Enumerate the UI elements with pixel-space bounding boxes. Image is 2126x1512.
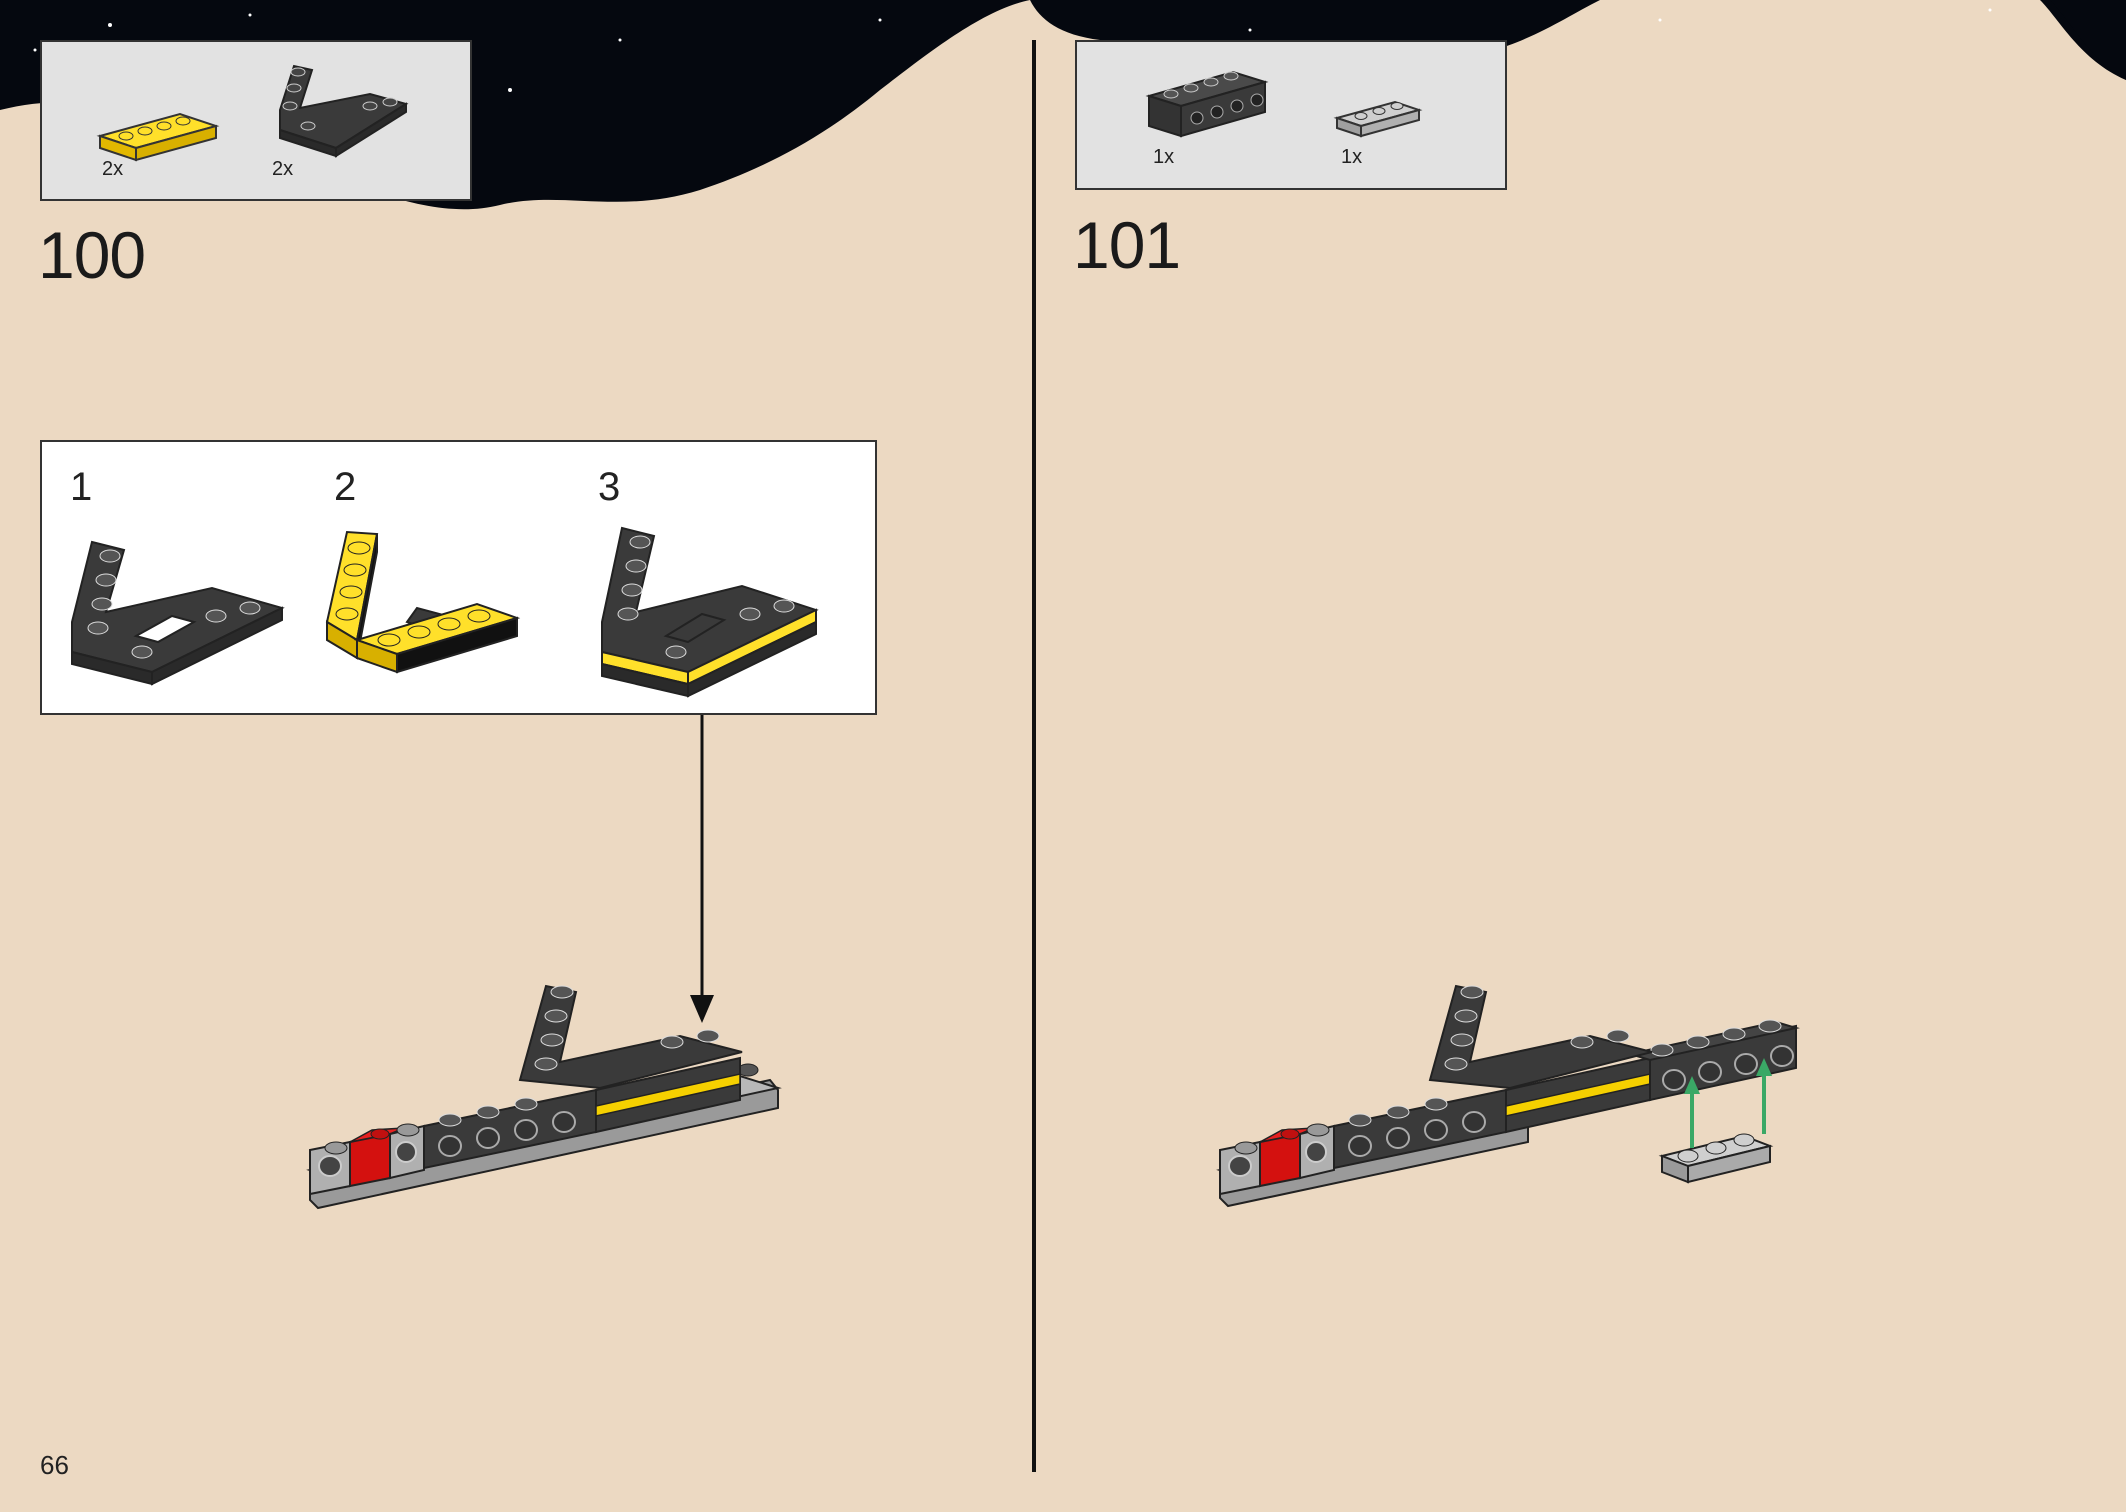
step-number: 100 [38,218,146,292]
substep-number: 3 [598,465,621,509]
step-101-model-illustration [1216,984,1800,1208]
grey-plate-1x3-icon [1333,100,1423,138]
yellow-plates-substep-2 [325,530,521,674]
step-100-parts-box: 2x 2x [40,40,472,201]
black-wedge-plate-icon [279,64,409,158]
step-101-parts-box: 1x 1x [1075,40,1507,190]
yellow-plate-1x4-icon [96,112,220,162]
step-number: 101 [1073,208,1181,282]
wedge-plate-substep-1 [71,540,285,686]
substep-number: 1 [70,465,93,509]
subassembly-box: 1 2 3 [40,440,877,715]
page-divider [1032,40,1036,1472]
part-quantity: 1x [1153,146,1175,168]
black-technic-brick-1x4-icon [1145,70,1269,138]
placement-arrow-icon [690,715,714,1023]
part-quantity: 2x [272,158,294,180]
step-100-model-illustration [306,984,782,1210]
page-number: 66 [40,1450,69,1480]
stacked-wedge-substep-3 [601,526,819,698]
part-quantity: 2x [102,158,124,180]
part-quantity: 1x [1341,146,1363,168]
substep-number: 2 [334,465,357,509]
